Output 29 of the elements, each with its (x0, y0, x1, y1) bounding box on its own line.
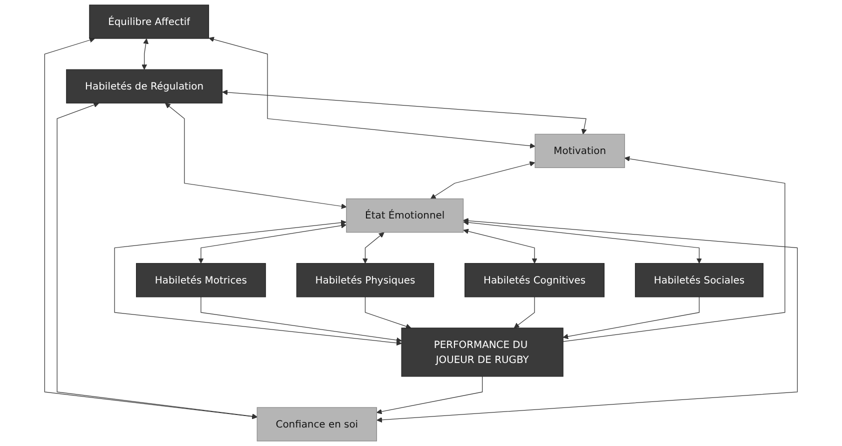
arrow (44, 37, 258, 420)
arrow (222, 90, 587, 134)
node-box: Habiletés de Régulation (66, 69, 223, 104)
node-box: Habiletés Sociales (634, 263, 764, 298)
arrow (376, 376, 483, 414)
arrow (463, 220, 702, 264)
arrow (430, 161, 536, 200)
arrow (562, 296, 700, 340)
arrow (562, 156, 786, 342)
node-box: État Émotionnel (346, 198, 464, 233)
arrow (514, 296, 535, 328)
node-box: PERFORMANCE DU JOUEUR DE RUGBY (401, 328, 564, 377)
node-box: Équilibre Affectif (89, 4, 210, 39)
arrow (198, 222, 346, 264)
node-box: Habiletés Motrices (136, 263, 266, 298)
arrow (142, 38, 149, 70)
node-box: Habiletés Cognitives (464, 263, 605, 298)
arrow (165, 103, 347, 209)
arrow (56, 102, 258, 419)
arrow (362, 232, 384, 264)
arrow (208, 36, 536, 149)
arrow (114, 220, 402, 346)
node-box: Confiance en soi (256, 407, 377, 442)
arrow (376, 218, 798, 423)
node-box: Motivation (534, 134, 625, 168)
arrow (364, 296, 412, 329)
node-box: Habiletés Physiques (296, 263, 434, 298)
arrow (463, 228, 538, 264)
arrow (200, 296, 402, 343)
